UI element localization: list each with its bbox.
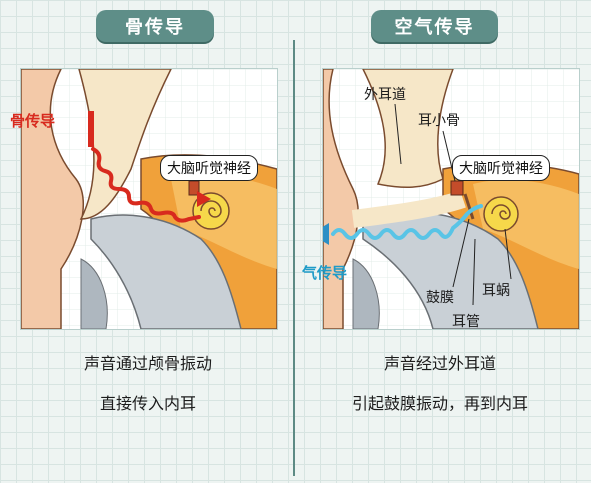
ear-cross-section-left bbox=[21, 69, 277, 329]
bone-conduction-illustration bbox=[20, 68, 278, 330]
label-ossicles: 耳小骨 bbox=[418, 113, 460, 129]
label-eardrum: 鼓膜 bbox=[426, 290, 454, 306]
air-conduction-side-label: 气传导 bbox=[302, 264, 348, 282]
label-cochlea: 耳蜗 bbox=[482, 283, 510, 299]
right-nerve-label: 大脑听觉神经 bbox=[452, 155, 550, 181]
air-conduction-illustration bbox=[322, 68, 580, 330]
right-caption-line1: 声音经过外耳道 bbox=[383, 354, 496, 373]
left-nerve-label: 大脑听觉神经 bbox=[160, 155, 258, 181]
left-caption-line1: 声音通过颅骨振动 bbox=[83, 354, 212, 373]
title-bone-conduction: 骨传导 bbox=[96, 10, 214, 42]
title-air-conduction: 空气传导 bbox=[371, 10, 498, 42]
right-caption-line2: 引起鼓膜振动，再到内耳 bbox=[351, 394, 528, 413]
ear-cross-section-right bbox=[323, 69, 579, 329]
label-ear-canal: 外耳道 bbox=[364, 87, 406, 103]
left-caption-line2: 直接传入内耳 bbox=[99, 394, 196, 413]
bone-conduction-side-label: 骨传导 bbox=[10, 112, 56, 130]
center-divider bbox=[293, 40, 295, 476]
label-eustachian-tube: 耳管 bbox=[452, 314, 480, 330]
